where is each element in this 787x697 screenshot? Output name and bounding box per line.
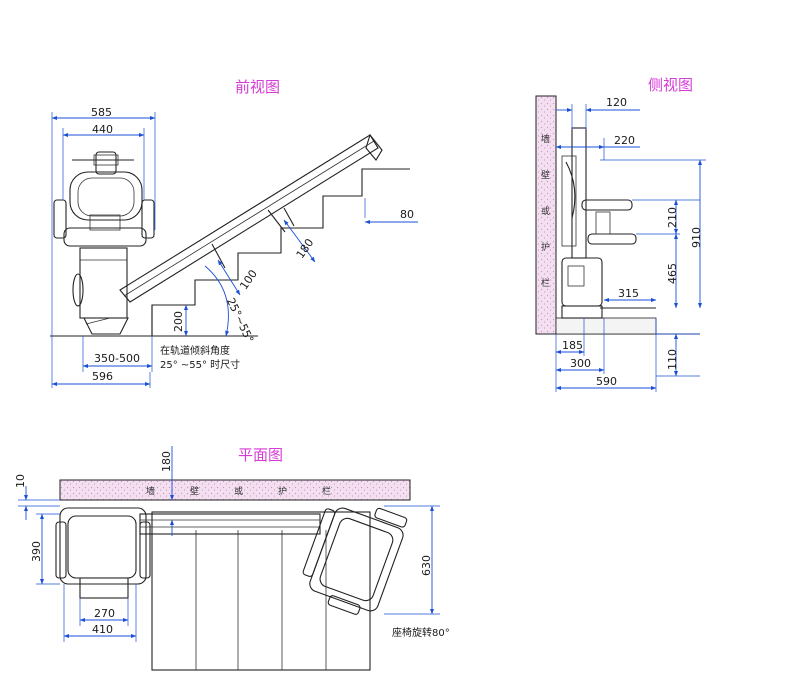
- side-dim-220: 220: [614, 134, 635, 147]
- plan-dim-270: 270: [94, 607, 115, 620]
- side-dim-315: 315: [618, 287, 639, 300]
- side-dim-465: 465: [666, 263, 679, 284]
- front-dim-200: 200: [172, 311, 185, 332]
- side-wall-char: 栏: [541, 277, 550, 289]
- plan-dim-410: 410: [92, 623, 113, 636]
- front-view-title: 前视图: [235, 78, 280, 96]
- side-wall-char: 墙: [541, 133, 550, 145]
- plan-wall-char: 壁: [190, 485, 199, 497]
- side-dim-120: 120: [606, 96, 627, 109]
- front-dim-100: 100: [237, 267, 260, 292]
- plan-note: 座椅旋转80°: [392, 626, 450, 639]
- front-note-line1: 在轨道倾斜角度: [160, 344, 230, 357]
- side-dim-910: 910: [690, 227, 703, 248]
- front-dim-585: 585: [91, 106, 112, 119]
- front-dim-180: 180: [294, 236, 317, 261]
- plan-view-title: 平面图: [238, 446, 283, 464]
- side-dim-185: 185: [562, 339, 583, 352]
- plan-dim-630: 630: [420, 555, 433, 576]
- plan-view: 墙 壁 或 护 栏 10 180: [14, 446, 450, 671]
- plan-wall-char: 栏: [322, 485, 331, 497]
- plan-dim-180: 180: [160, 451, 173, 472]
- front-view: 585 440 80 180 100 25°~55° 200 350-500 5…: [50, 106, 418, 388]
- side-dim-210: 210: [666, 207, 679, 228]
- plan-dim-10: 10: [14, 474, 27, 488]
- plan-dim-390: 390: [30, 541, 43, 562]
- front-dim-440: 440: [92, 123, 113, 136]
- side-dim-300: 300: [570, 357, 591, 370]
- side-dim-110: 110: [666, 349, 679, 370]
- side-dim-590: 590: [596, 375, 617, 388]
- front-note-line2: 25° ~55° 时尺寸: [160, 358, 240, 371]
- front-angle: 25°~55°: [224, 296, 256, 345]
- side-view-title: 侧视图: [648, 76, 693, 94]
- front-dim-596: 596: [92, 370, 113, 383]
- plan-wall-char: 护: [278, 485, 287, 497]
- side-wall-char: 或: [541, 205, 550, 217]
- front-dim-350-500: 350-500: [94, 352, 140, 365]
- front-dim-80: 80: [400, 208, 414, 221]
- side-wall-char: 护: [541, 241, 550, 253]
- plan-wall-char: 或: [234, 485, 243, 497]
- side-wall-char: 壁: [541, 169, 550, 181]
- plan-wall-char: 墙: [146, 485, 155, 497]
